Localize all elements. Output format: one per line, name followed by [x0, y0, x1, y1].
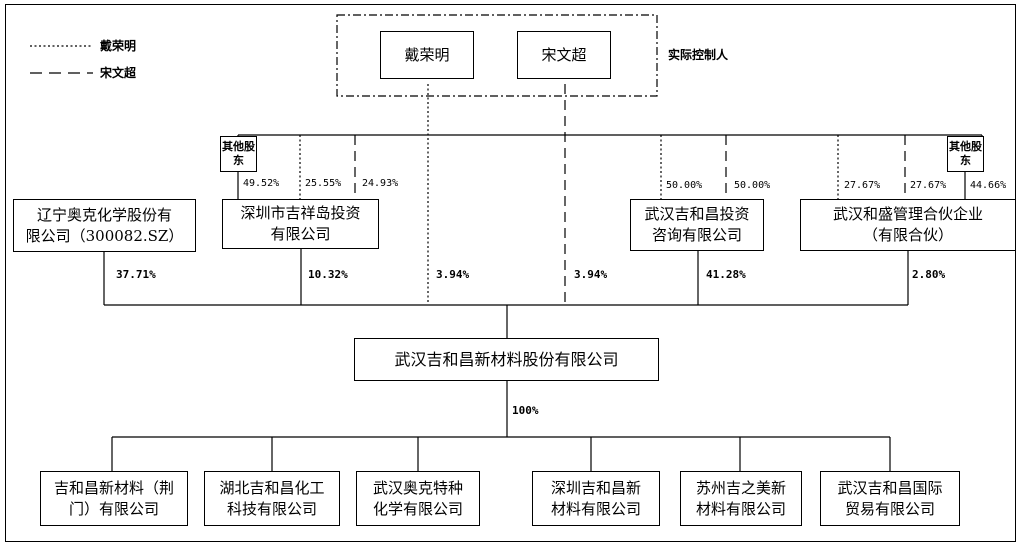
subsidiary-box-1: 吉和昌新材料（荆门）有限公司	[40, 471, 188, 526]
pct-liaoning: 37.71%	[116, 268, 156, 281]
others-right-line1: 其他	[949, 140, 971, 153]
others-left-line2: 股东	[233, 140, 255, 167]
pct-jixiangdao-others: 49.52%	[243, 178, 280, 189]
subsidiary-6-line1: 武汉吉和昌国际	[837, 478, 943, 497]
subsidiary-1-line2: 门）有限公司	[68, 499, 159, 518]
shareholder-liaoning-box: 辽宁奥克化学股份有限公司（300082.SZ）	[13, 199, 196, 252]
pct-jixiangdao: 10.32%	[308, 268, 348, 281]
pct-jixiangdao-dai: 25.55%	[305, 178, 342, 189]
hesheng-line1: 武汉和盛管理合伙企业	[832, 205, 983, 223]
pct-hesheng-dai: 27.67%	[844, 180, 881, 191]
shareholder-hesheng-box: 武汉和盛管理合伙企业 （有限合伙）	[800, 199, 1016, 251]
actual-controller-label: 实际控制人	[668, 48, 729, 62]
subsidiary-6-line2: 贸易有限公司	[844, 499, 935, 518]
legend-label-dai: 戴荣明	[100, 39, 137, 53]
pct-subsidiaries: 100%	[512, 404, 539, 417]
hesheng-line2: （有限合伙）	[862, 226, 953, 244]
liaoning-line2: 限公司（300082.SZ）	[25, 226, 184, 245]
controller-dai-name: 戴荣明	[404, 45, 450, 64]
pct-hesheng-song: 27.67%	[910, 180, 947, 191]
subsidiary-5-line2: 材料有限公司	[695, 499, 786, 518]
controller-dai-box: 戴荣明	[380, 31, 474, 79]
diagram-frame	[5, 4, 1016, 542]
controller-song-box: 宋文超	[517, 31, 611, 79]
pct-song-direct: 3.94%	[574, 268, 608, 281]
legend-label-song: 宋文超	[100, 66, 137, 80]
subsidiary-2-line2: 科技有限公司	[226, 499, 317, 518]
liaoning-line1: 辽宁奥克化学股份有	[36, 205, 172, 224]
shareholder-jixiangdao-box: 深圳市吉祥岛投资有限公司	[222, 199, 379, 249]
controller-song-name: 宋文超	[541, 45, 587, 64]
subsidiary-3-line1: 武汉奥克特种	[372, 478, 463, 497]
pct-dai-direct: 3.94%	[436, 268, 470, 281]
pct-jixiangdao-song: 24.93%	[362, 178, 399, 189]
other-shareholders-right: 其他股东	[947, 136, 984, 172]
subsidiary-box-4: 深圳吉和昌新材料有限公司	[532, 471, 660, 526]
invest-line2: 咨询有限公司	[651, 226, 742, 244]
subsidiary-box-3: 武汉奥克特种化学有限公司	[356, 471, 480, 526]
pct-invest-song: 50.00%	[734, 180, 771, 191]
subsidiary-1-line1: 吉和昌新材料（荆	[53, 478, 174, 497]
subsidiary-box-2: 湖北吉和昌化工科技有限公司	[204, 471, 340, 526]
main-company-name: 武汉吉和昌新材料股份有限公司	[394, 350, 619, 369]
subsidiary-2-line1: 湖北吉和昌化工	[219, 478, 325, 497]
subsidiary-4-line2: 材料有限公司	[550, 499, 641, 518]
jixiangdao-line2: 有限公司	[270, 225, 331, 243]
pct-invest: 41.28%	[706, 268, 746, 281]
invest-line1: 武汉吉和昌投资	[644, 205, 750, 223]
pct-hesheng-others: 44.66%	[970, 180, 1007, 191]
subsidiary-box-5: 苏州吉之美新材料有限公司	[680, 471, 802, 526]
subsidiary-4-line1: 深圳吉和昌新	[550, 478, 641, 497]
pct-invest-dai: 50.00%	[666, 180, 703, 191]
shareholder-jihechang-invest-box: 武汉吉和昌投资咨询有限公司	[630, 199, 764, 251]
others-right-line2: 股东	[960, 140, 982, 167]
other-shareholders-left: 其他股东	[220, 136, 257, 172]
subsidiary-box-6: 武汉吉和昌国际贸易有限公司	[820, 471, 960, 526]
others-left-line1: 其他	[222, 140, 244, 153]
subsidiary-5-line1: 苏州吉之美新	[695, 478, 786, 497]
main-company-box: 武汉吉和昌新材料股份有限公司	[354, 338, 659, 381]
subsidiary-3-line2: 化学有限公司	[372, 499, 463, 518]
pct-hesheng: 2.80%	[912, 268, 946, 281]
controller-group-border	[336, 14, 658, 97]
jixiangdao-line1: 深圳市吉祥岛投资	[240, 204, 361, 222]
